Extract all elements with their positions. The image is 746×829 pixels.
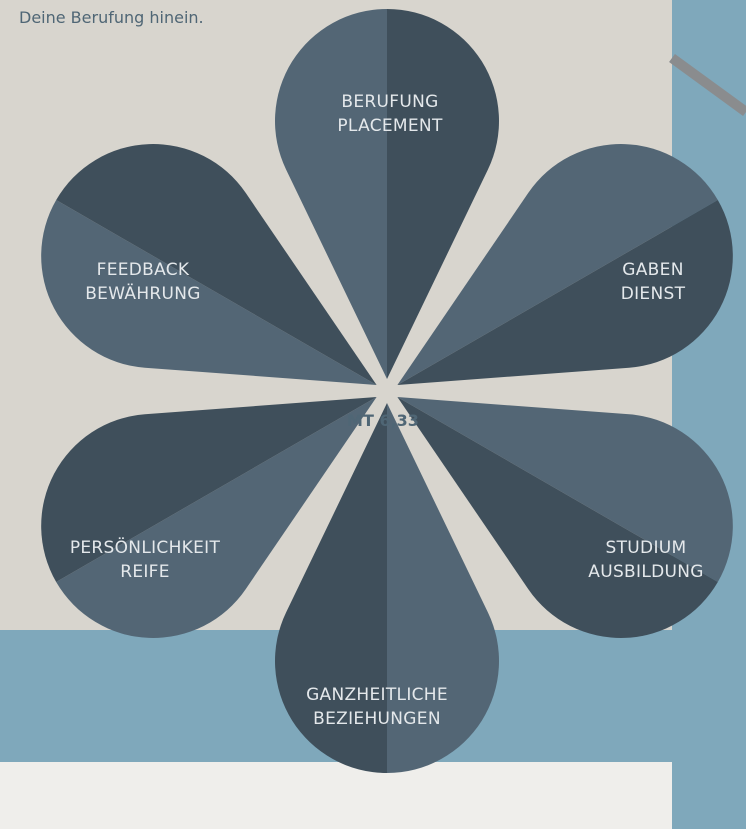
- petal-feedback-dark-half: [56, 144, 377, 385]
- petal-berufung-light-half: [274, 9, 387, 379]
- petal-beziehungen-light-half: [387, 403, 500, 773]
- petal-berufung-dark-half: [387, 9, 499, 379]
- petal-studium-light-half: [397, 397, 733, 582]
- center-label: MT 6,33: [347, 411, 419, 430]
- petal-label-feedback-line2: BEWÄHRUNG: [85, 284, 201, 304]
- petal-label-gaben-line2: DIENST: [620, 284, 686, 304]
- petal-label-berufung: BERUFUNG PLACEMENT: [290, 90, 490, 138]
- petal-persoenlichkeit-light-half: [56, 397, 377, 638]
- petal-label-beziehungen: GANZHEITLICHE BEZIEHUNGEN: [277, 683, 477, 731]
- petal-studium-dark-half: [397, 397, 718, 638]
- petal-label-studium-line2: AUSBILDUNG: [588, 562, 704, 582]
- petal-label-persoenlichkeit: PERSÖNLICHKEIT REIFE: [45, 536, 245, 584]
- petal-label-beziehungen-line1: GANZHEITLICHE: [306, 685, 448, 705]
- petal-label-beziehungen-line2: BEZIEHUNGEN: [313, 709, 441, 729]
- petal-label-feedback-line1: FEEDBACK: [96, 260, 190, 280]
- petal-gaben-dark-half: [397, 200, 733, 385]
- petal-persoenlichkeit-dark-half: [41, 397, 377, 582]
- petal-label-studium: STUDIUM AUSBILDUNG: [546, 536, 746, 584]
- petal-label-gaben: GABEN DIENST: [553, 258, 746, 306]
- petal-gaben-light-half: [397, 144, 718, 385]
- petal-feedback-light-half: [41, 200, 377, 385]
- petal-beziehungen-dark-half: [275, 403, 387, 773]
- petal-label-studium-line1: STUDIUM: [605, 538, 687, 558]
- petal-label-berufung-line1: BERUFUNG: [341, 92, 439, 112]
- intro-text: Deine Berufung hinein.: [19, 8, 204, 27]
- petal-label-feedback: FEEDBACK BEWÄHRUNG: [43, 258, 243, 306]
- petal-label-gaben-line1: GABEN: [622, 260, 684, 280]
- footer-panel: [0, 762, 672, 829]
- petal-label-persoenlichkeit-line1: PERSÖNLICHKEIT: [69, 538, 221, 558]
- petal-label-persoenlichkeit-line2: REIFE: [120, 562, 170, 582]
- petal-label-berufung-line2: PLACEMENT: [337, 116, 443, 136]
